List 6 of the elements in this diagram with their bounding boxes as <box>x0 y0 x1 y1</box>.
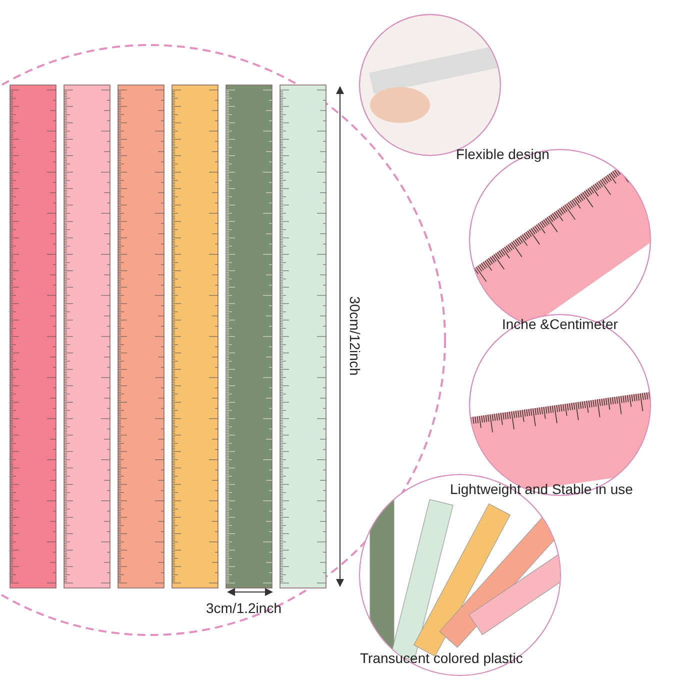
feature-caption: Lightweight and Stable in use <box>450 481 633 497</box>
feature-caption: Transucent colored plastic <box>360 650 523 666</box>
dimension-label: 3cm/1.2inch <box>206 600 282 616</box>
feature-caption: Flexible design <box>456 146 550 162</box>
feature-caption: Inche &Centimeter <box>502 316 618 332</box>
dimension-label: 30cm/12inch <box>347 296 363 376</box>
